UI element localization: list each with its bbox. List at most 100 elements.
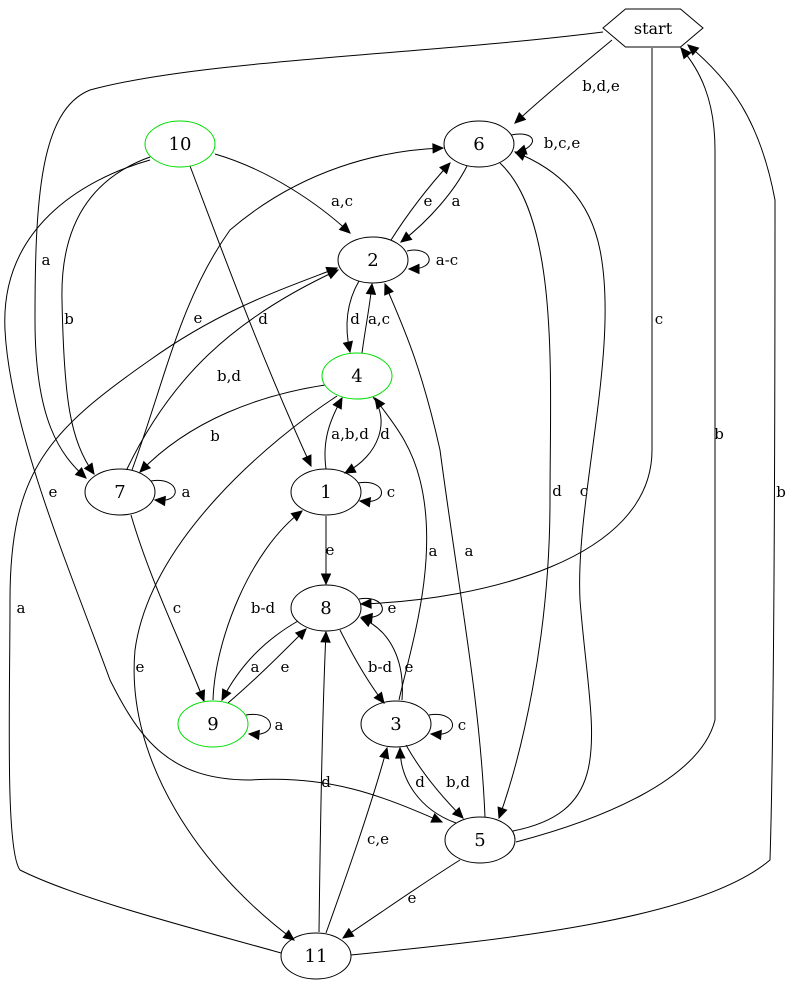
state-ellipse [337,236,409,284]
arrowhead-icon [451,806,464,819]
state-ellipse [280,932,352,980]
edge-2-to-4: d [342,280,360,354]
arrowhead-icon [513,151,527,161]
edge-6-to-6: b,c,e [510,133,581,155]
node-9[interactable]: 9 [177,700,249,748]
arrowhead-icon [221,688,232,702]
node-7[interactable]: 7 [84,468,156,516]
edge-5-to-11: e [341,859,461,939]
edge-label: b,d,e [582,77,620,95]
state-ellipse [84,468,156,516]
edge-label: a-c [436,251,458,269]
node-1[interactable]: 1 [290,468,362,516]
edge-start-to-6: b,d,e [514,39,620,124]
arrowhead-icon [379,746,390,760]
edge-path [318,631,327,933]
edge-10-to-5: e [4,159,444,823]
node-label: 1 [320,482,331,503]
edge-label: e [326,541,335,559]
edge-6-to-5: d [497,162,562,820]
edge-label: d [380,425,390,443]
accepting-state-ellipse [177,700,249,748]
edge-label: c [655,310,663,328]
edge-5-to-3: d [395,746,457,824]
node-11[interactable]: 11 [280,932,352,980]
edge-label: b [714,425,724,443]
edge-9-to-1: b-d [212,510,303,701]
edge-label: d [350,310,360,328]
edge-label: b,c,e [544,134,581,152]
arrowhead-icon [294,628,307,641]
edge-label: a [251,658,260,676]
arrowhead-icon [195,689,206,703]
edge-label: a [429,542,438,560]
edge-path [34,31,604,479]
node-2[interactable]: 2 [337,236,409,284]
state-ellipse [290,468,362,516]
arrowhead-icon [343,463,357,474]
nodes-layer: start 10 6 2 4 7 1 8 9 3 5 11 [84,8,704,980]
node-5[interactable]: 5 [444,816,516,864]
arrowhead-icon [74,467,87,479]
edge-start-to-8: c [359,48,663,609]
edge-label: d [258,310,268,328]
arrowhead-icon [320,630,331,643]
edge-9-to-8: e [227,628,307,704]
edge-7-to-2: b,d [126,269,340,470]
edge-11-to-3: c,e [325,746,390,934]
node-label: 11 [305,946,328,967]
edge-label: e [136,658,145,676]
edge-path [514,39,613,124]
edge-label: a [17,599,26,617]
node-3[interactable]: 3 [360,700,432,748]
edge-11-to-8: d [318,630,331,933]
edge-path [515,47,716,843]
node-start[interactable]: start [602,8,704,48]
node-4[interactable]: 4 [321,352,393,400]
edge-label: e [424,192,433,210]
node-8[interactable]: 8 [290,584,362,632]
arrowhead-icon [430,812,444,823]
edge-path [350,44,776,956]
edge-label: d [552,482,562,500]
edge-1-to-8: e [320,516,335,586]
edge-label: a [182,483,191,501]
edge-3-to-4: a [374,396,438,701]
node-label: 9 [207,714,218,735]
edge-label: e [388,599,397,617]
edge-path [498,162,552,819]
edge-label: b-d [251,599,276,617]
edge-6-to-2: a [400,165,468,243]
edge-label: c [580,482,588,500]
node-6[interactable]: 6 [443,120,515,168]
edge-path [342,859,461,939]
edge-label: e [281,658,290,676]
edge-1-to-1: c [357,481,395,508]
arrowhead-icon [429,729,442,741]
arrowhead-icon [400,231,413,243]
edge-path [512,151,606,832]
edge-start-to-7: a [34,31,604,479]
edge-label: a [465,542,474,560]
arrowhead-icon [247,729,260,741]
arrowhead-icon [432,143,445,154]
edge-label: a,b,d [331,425,369,443]
edge-label: a,c [331,192,353,210]
accepting-state-ellipse [144,120,216,168]
edge-path [325,747,388,934]
node-label: 6 [473,134,484,155]
edge-label: c,e [367,830,389,848]
edge-label: c [173,599,181,617]
arrowhead-icon [342,340,353,354]
arrowhead-icon [395,746,406,759]
start-node-hexagon [602,8,704,48]
edge-label: c [458,716,466,734]
arrowhead-icon [290,510,303,522]
node-10[interactable]: 10 [144,120,216,168]
arrowhead-icon [341,927,355,939]
edge-path [133,395,338,941]
edge-path [131,147,444,471]
node-label: 4 [351,366,362,387]
